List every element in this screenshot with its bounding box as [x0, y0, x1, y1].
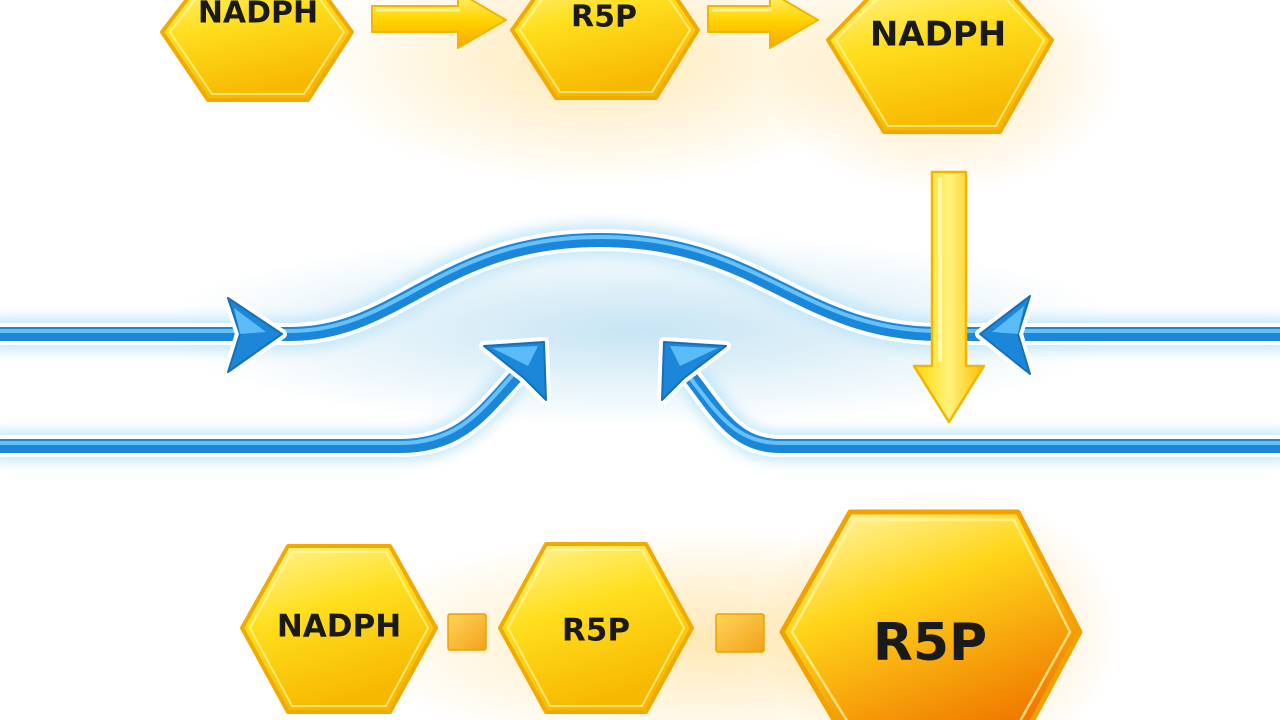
connector-square-left	[447, 613, 487, 651]
right-pathway-arrowhead	[975, 291, 1035, 379]
node-nadph-top-left: NADPH	[160, 0, 354, 102]
lower-right-arrowhead	[657, 337, 731, 405]
node-r5p-bottom-middle: R5P	[498, 542, 694, 714]
lower-left-arrowhead	[479, 337, 551, 405]
node-label: NADPH	[198, 0, 318, 31]
connector-square-right	[715, 613, 765, 653]
node-nadph-top-right: NADPH	[826, 0, 1054, 134]
node-label: NADPH	[870, 15, 1006, 55]
arrow-nadph-to-r5p-top	[371, 0, 507, 49]
node-label: R5P	[873, 613, 987, 673]
node-r5p-bottom-right: R5P	[779, 509, 1083, 720]
node-nadph-bottom-left: NADPH	[240, 544, 438, 714]
arrow-r5p-to-nadph-top	[707, 0, 819, 49]
node-r5p-top-middle: R5P	[510, 0, 700, 100]
arrow-nadph-down	[912, 170, 986, 424]
left-pathway-arrowhead	[223, 293, 287, 377]
node-label: R5P	[562, 613, 630, 649]
node-label: R5P	[571, 0, 637, 35]
upper-pathway	[0, 228, 1280, 345]
node-label: NADPH	[277, 609, 401, 645]
